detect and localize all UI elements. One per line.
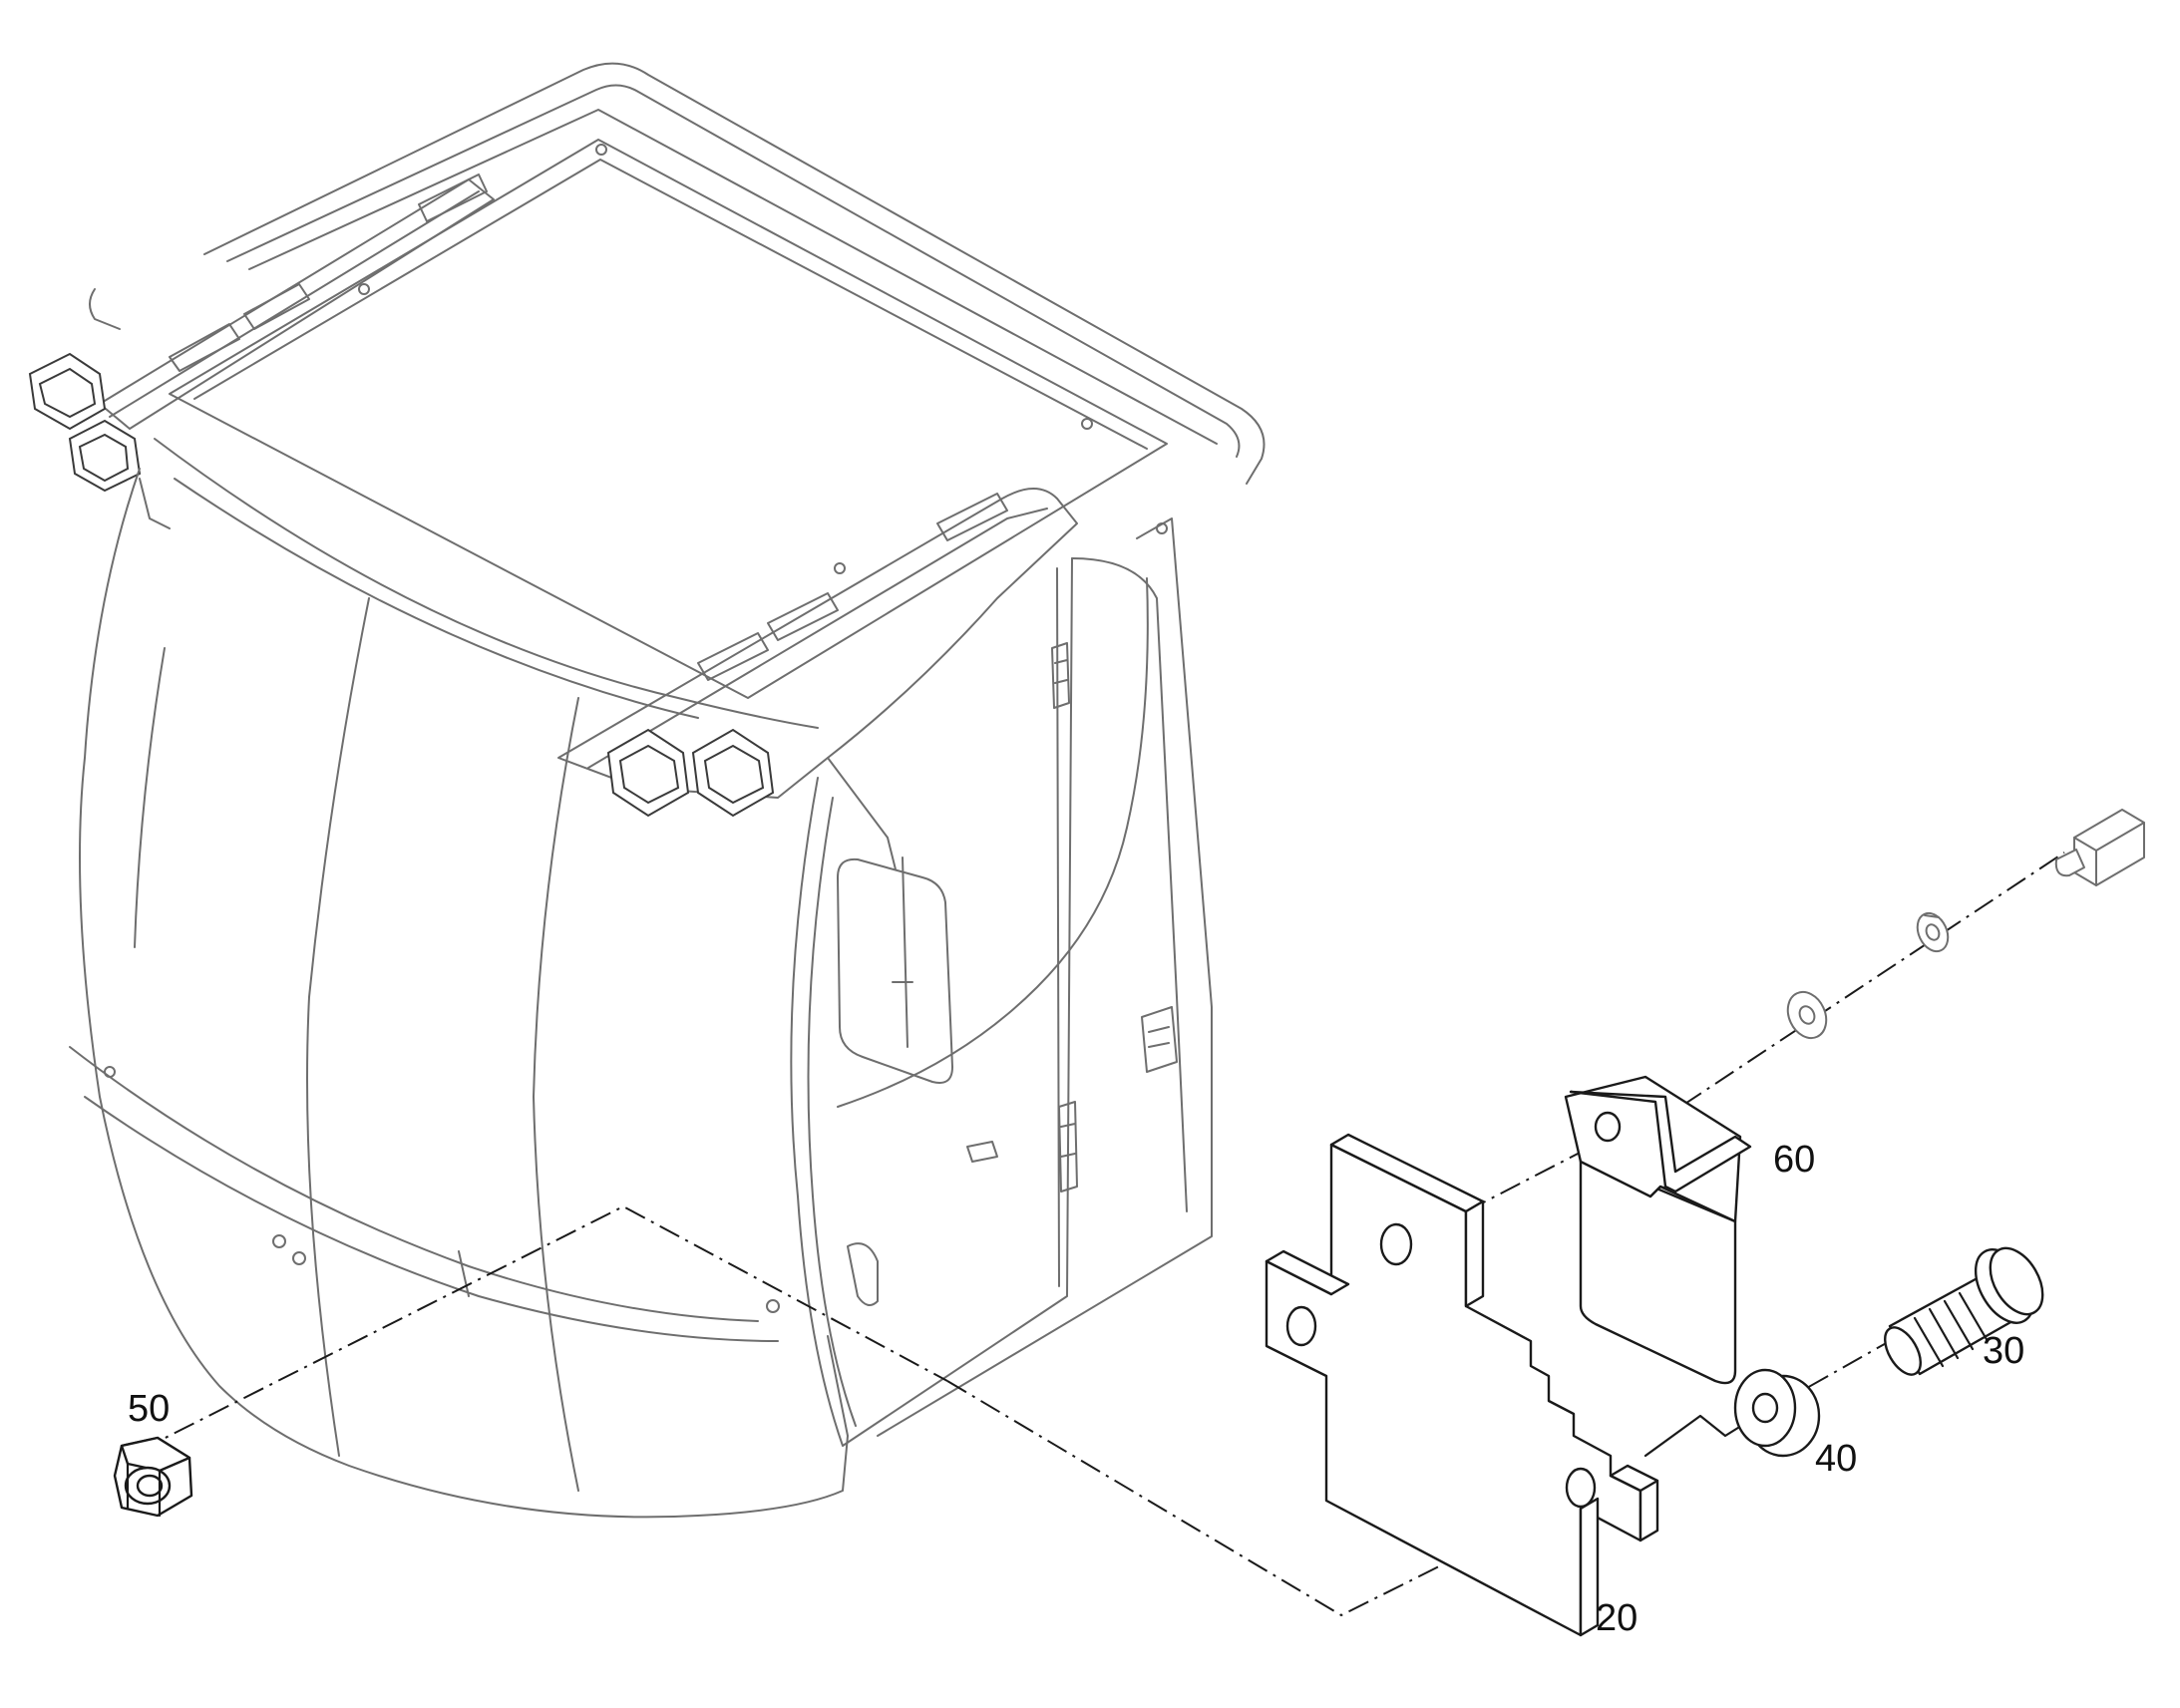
side-mirror <box>837 857 953 1084</box>
left-work-lamps <box>28 288 171 529</box>
flat-washer <box>1786 990 1828 1040</box>
plate-hole-top <box>1379 1222 1413 1266</box>
left-beam-brackets <box>169 173 488 372</box>
plate-edge-lower <box>1579 1497 1600 1637</box>
part-60-bracket <box>1564 1075 1752 1385</box>
plate-hole-left <box>1285 1305 1317 1347</box>
roof-panel <box>169 139 1168 699</box>
callout-50: 50 <box>128 1388 170 1430</box>
part-50-nut <box>113 1436 193 1518</box>
roof-bolts <box>358 144 1168 574</box>
centerline-nut <box>139 1204 948 1452</box>
cab-front-shell <box>79 468 849 1519</box>
callout-60: 60 <box>1773 1139 1815 1181</box>
left-roof-beam <box>99 178 495 430</box>
roof-rail-frame <box>203 62 1266 485</box>
callout-20: 20 <box>1596 1597 1637 1639</box>
door-hinges <box>847 642 1178 1306</box>
right-beam-brackets <box>697 493 1008 681</box>
cab-front-window-edge <box>154 438 819 729</box>
part-20-mounting-plate <box>1265 1133 1659 1637</box>
cab-side-wall <box>877 517 1213 1437</box>
side-mirror-arm <box>827 757 913 1058</box>
part-30-bolt <box>1884 1246 2044 1376</box>
cab-door <box>790 557 1073 1447</box>
assembly-centerlines <box>139 852 2065 1617</box>
mirror-inner <box>892 856 913 1048</box>
plate-hole-bottom <box>1565 1467 1597 1509</box>
centerline-hex-bolt <box>1649 852 2065 1128</box>
cab-lower-panel <box>69 1046 779 1342</box>
plate-edge-left <box>1265 1249 1350 1296</box>
lock-washer <box>1916 911 1950 953</box>
right-work-lamps <box>606 728 775 818</box>
cab-side-door-curve <box>837 577 1149 1108</box>
plate-edge-right <box>1464 1199 1485 1308</box>
callout-40: 40 <box>1815 1438 1857 1480</box>
operator-cab <box>28 62 1266 1519</box>
hex-bolt <box>2054 809 2145 886</box>
callout-30: 30 <box>1983 1330 2024 1372</box>
right-roof-beam <box>557 488 1078 799</box>
plate-edge-ear <box>1609 1464 1659 1542</box>
cab-glass-seams <box>134 597 579 1492</box>
part-40-washer <box>1733 1368 1821 1458</box>
cab-lower-fasteners <box>104 1066 780 1313</box>
